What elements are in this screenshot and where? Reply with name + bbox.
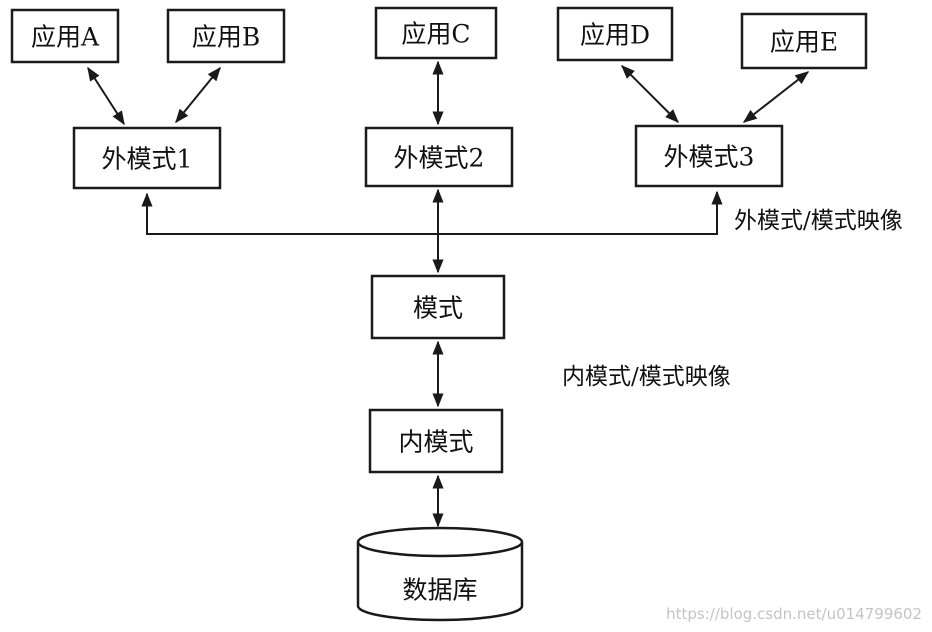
external-schema-2-label: 外模式2 (394, 144, 485, 173)
internal-schema-box (368, 408, 504, 474)
database-cylinder-icon (356, 526, 524, 622)
application-a: 应用A (10, 8, 120, 64)
database: 数据库 (356, 526, 524, 622)
application-e-label: 应用E (770, 28, 838, 57)
external-schema-1-label: 外模式1 (102, 145, 193, 174)
external-schema-2: 外模式2 (364, 126, 514, 188)
database-label: 数据库 (402, 576, 477, 605)
application-c-box (374, 6, 498, 60)
watermark-text: https://blog.csdn.net/u014799602 (666, 605, 922, 623)
application-d: 应用D (556, 6, 674, 62)
external-schema-3: 外模式3 (634, 124, 784, 188)
internal-schema-label: 内模式 (398, 428, 473, 457)
application-d-label: 应用D (580, 21, 650, 50)
internal-schema: 内模式 (368, 408, 504, 474)
external-schema-1-box (72, 126, 222, 190)
arrow-application-b-external-schema-1 (175, 66, 221, 124)
external-schema-2-box (364, 126, 514, 188)
application-c: 应用C (374, 6, 498, 60)
application-e: 应用E (740, 12, 868, 70)
external-schema-3-box (634, 124, 784, 188)
application-b: 应用B (166, 8, 286, 64)
arrow-application-a-external-schema-1 (87, 66, 125, 126)
application-b-label: 应用B (192, 23, 260, 52)
application-d-box (556, 6, 674, 62)
internal-schema-mapping-label: 内模式/模式映像 (562, 364, 731, 390)
external-schema-3-label: 外模式3 (664, 143, 755, 172)
schema: 模式 (370, 274, 506, 340)
application-c-label: 应用C (401, 20, 470, 49)
schema-box (370, 274, 506, 340)
schema-label: 模式 (413, 294, 463, 323)
external-schema-1: 外模式1 (72, 126, 222, 190)
application-a-box (10, 8, 120, 64)
database-cylinder-top-edge (356, 541, 524, 558)
arrow-application-d-external-schema-3 (621, 65, 679, 123)
external-schema-mapping-label: 外模式/模式映像 (734, 208, 903, 234)
external-schema-mapping-connector (141, 190, 723, 235)
application-a-label: 应用A (31, 23, 100, 52)
arrow-application-e-external-schema-3 (742, 71, 810, 123)
application-b-box (166, 8, 286, 64)
application-e-box (740, 12, 868, 70)
